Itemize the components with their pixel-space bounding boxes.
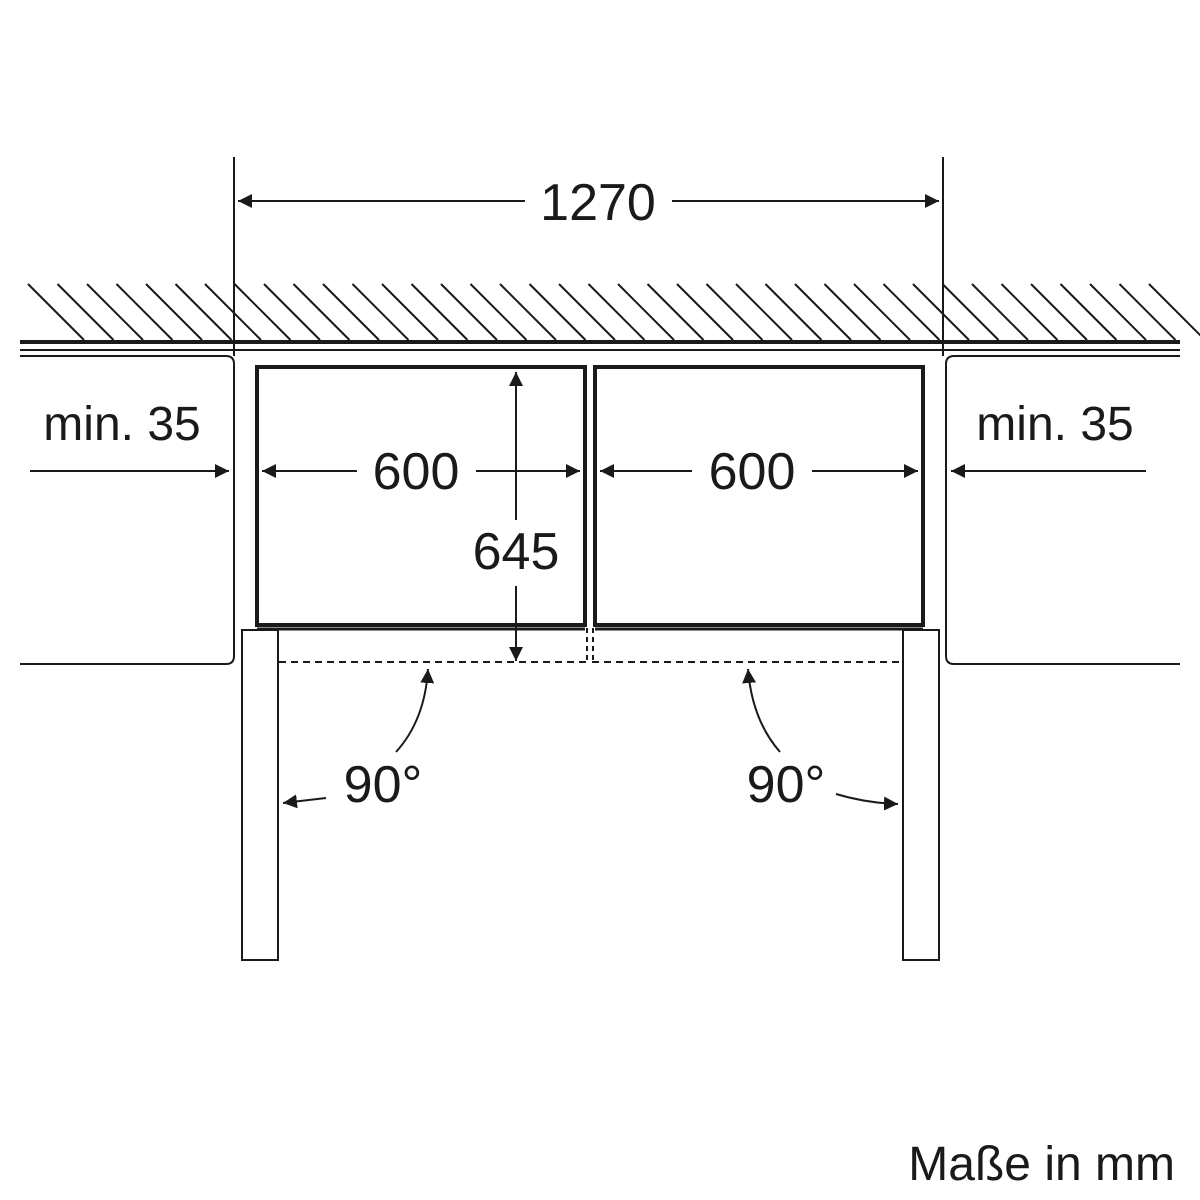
hatch-line [1030,283,1088,341]
hatch-line [794,283,852,341]
hatch-line [381,283,439,341]
hatch-line [27,283,85,341]
right-unit-body [593,365,925,627]
right-angle-door-arrow [835,793,899,811]
right-unit-width-label: 600 [709,443,796,501]
hatch-line [1118,283,1177,341]
right-cabinet-outline [945,355,1180,665]
hatch-line [882,283,941,341]
hatch-line [322,283,380,341]
hatch-line [351,283,410,341]
hatch-line [469,283,528,341]
hatch-line [676,283,734,341]
hatch-line [705,283,764,341]
hatch-line [528,283,587,341]
hatch-line [646,283,705,341]
hatch-line [912,283,970,341]
wall-hatching [27,283,1200,341]
hatch-line [1148,283,1200,337]
hatch-line [735,283,793,341]
hatch-line [1089,283,1147,341]
hatch-line [941,283,1000,341]
left-door-open [241,629,279,961]
left-cabinet-outline [20,355,235,665]
left-unit-width-label: 600 [373,443,460,501]
hatch-line [558,283,616,341]
left-angle-arc-arrow [395,668,435,753]
left-angle-door-arrow [282,794,327,809]
left-min-gap-label: min. 35 [43,398,200,451]
hatch-line [440,283,498,341]
hatch-line [499,283,557,341]
hatch-line [410,283,469,341]
hatch-line [764,283,823,341]
right-angle-label: 90° [747,756,826,814]
hatch-line [1059,283,1118,341]
right-min-gap-label: min. 35 [976,398,1133,451]
hatch-line [115,283,174,341]
hatch-line [174,283,233,341]
hatch-line [587,283,646,341]
hatch-line [233,283,292,341]
left-angle-label: 90° [344,756,423,814]
left-unit-body [255,365,587,627]
hatch-line [1000,283,1059,341]
hatch-line [292,283,351,341]
hatch-line [823,283,882,341]
depth-label: 645 [473,523,560,581]
right-door-open [902,629,940,961]
hatch-line [853,283,911,341]
units-note: Maße in mm [908,1138,1175,1191]
hatch-line [145,283,203,341]
hatch-line [263,283,321,341]
hatch-line [617,283,675,341]
right-angle-arc-arrow [742,668,781,753]
hatch-line [971,283,1029,341]
total-width-label: 1270 [540,174,656,232]
hatch-line [56,283,115,341]
hatch-line [86,283,144,341]
